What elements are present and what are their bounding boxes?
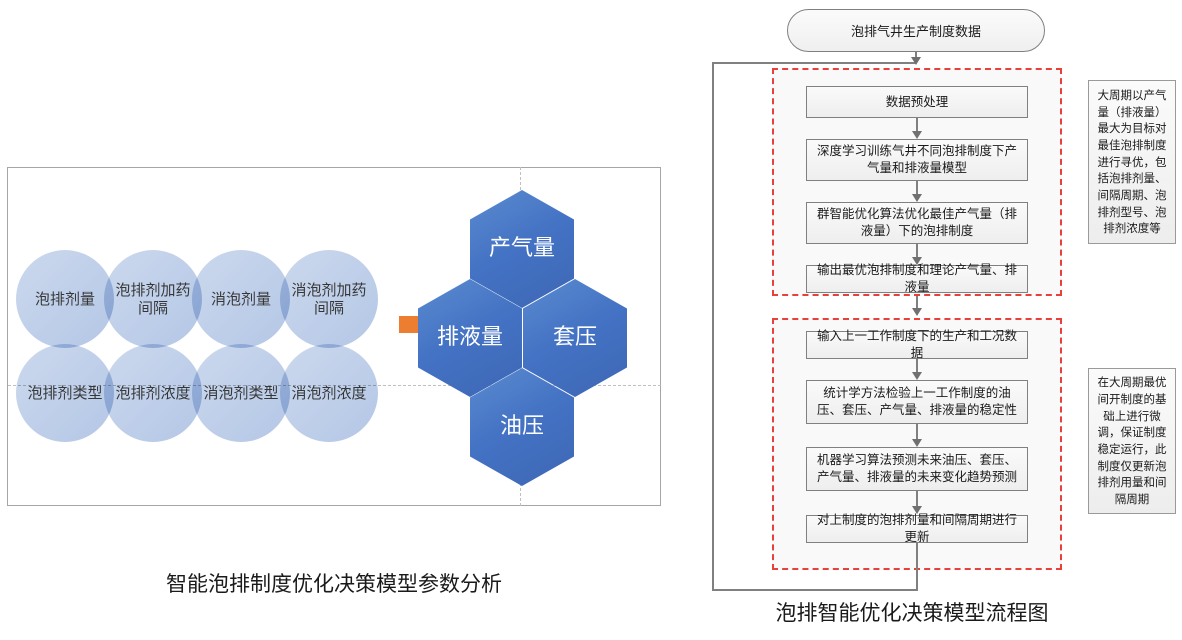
flow-step-input-previous-schedule[interactable]: 输入上一工作制度下的生产和工况数据 (806, 328, 1028, 360)
flow-step-label: 对上制度的泡排剂量和间隔周期进行更新 (816, 512, 1017, 544)
connector-u1 (916, 118, 918, 135)
parameter-circle-label: 泡排剂浓度 (115, 383, 191, 402)
flow-step-label: 统计学方法检验上一工作制度的油压、套压、产气量、排液量的稳定性 (816, 385, 1017, 417)
annotation-upper-cycle: 大周期以产气量（排液量）最大为目标对最佳泡排制度进行寻优，包括泡排剂量、间隔周期… (1088, 80, 1176, 244)
arrowhead-icon (912, 372, 922, 380)
connector-loop-tail (916, 543, 918, 590)
parameter-circle-foam-agent-concentration[interactable]: 泡排剂浓度 (104, 344, 202, 442)
connector-l2 (916, 424, 918, 443)
parameter-circle-defoamer-concentration[interactable]: 消泡剂浓度 (280, 344, 378, 442)
flowchart-caption: 泡排智能优化决策模型流程图 (775, 601, 1049, 625)
flow-step-deep-learning-training[interactable]: 深度学习训练气井不同泡排制度下产气量和排液量模型 (806, 139, 1028, 181)
flow-step-label: 数据预处理 (885, 93, 949, 109)
annotation-lower-cycle: 在大周期最优间开制度的基础上进行微调，保证制度稳定运行，此制度仅更新泡排剂用量和… (1088, 368, 1176, 514)
flow-step-ml-trend-prediction[interactable]: 机器学习算法预测未来油压、套压、产气量、排液量的未来变化趋势预测 (806, 447, 1028, 491)
parameter-circle-label: 消泡剂量 (210, 289, 271, 308)
flow-step-label: 深度学习训练气井不同泡排制度下产气量和排液量模型 (816, 143, 1017, 175)
connector-u2 (916, 181, 918, 198)
feedback-connector-top (712, 62, 916, 64)
output-hexagon-label: 油压 (499, 413, 544, 439)
parameter-circle-label: 泡排剂量 (34, 289, 95, 308)
arrowhead-icon (912, 439, 922, 447)
parameter-circle-defoamer-amount[interactable]: 消泡剂量 (192, 250, 290, 348)
parameter-circle-foam-agent-type[interactable]: 泡排剂类型 (16, 344, 114, 442)
flow-step-statistical-stability-test[interactable]: 统计学方法检验上一工作制度的油压、套压、产气量、排液量的稳定性 (806, 380, 1028, 424)
flow-terminator-label: 泡排气井生产制度数据 (850, 25, 981, 40)
parameter-circle-foam-agent-amount[interactable]: 泡排剂量 (16, 250, 114, 348)
arrowhead-icon (912, 308, 922, 316)
parameter-circle-label: 消泡剂类型 (203, 383, 279, 402)
feedback-arrowhead-icon (911, 57, 921, 65)
parameter-circle-label: 泡排剂加药间隔 (115, 280, 191, 317)
annotation-text: 大周期以产气量（排液量）最大为目标对最佳泡排制度进行寻优，包括泡排剂量、间隔周期… (1097, 87, 1167, 236)
parameter-circle-label: 消泡剂浓度 (291, 383, 367, 402)
arrowhead-icon (912, 131, 922, 139)
arrowhead-icon (912, 194, 922, 202)
annotation-text: 在大周期最优间开制度的基础上进行微调，保证制度稳定运行，此制度仅更新泡排剂用量和… (1097, 375, 1167, 507)
flow-step-label: 输入上一工作制度下的生产和工况数据 (816, 328, 1017, 360)
connector-l1 (916, 359, 918, 376)
flow-step-update-schedule[interactable]: 对上制度的泡排剂量和间隔周期进行更新 (806, 512, 1028, 544)
output-hexagon-label: 排液量 (436, 324, 503, 350)
flow-step-label: 输出最优泡排制度和理论产气量、排液量 (816, 262, 1017, 294)
flow-step-output-optimal-schedule[interactable]: 输出最优泡排制度和理论产气量、排液量 (806, 262, 1028, 294)
connector-l3 (916, 491, 918, 510)
output-hexagon-label: 套压 (552, 324, 597, 350)
parameter-circle-defoamer-type[interactable]: 消泡剂类型 (192, 344, 290, 442)
parameter-circle-foam-agent-interval[interactable]: 泡排剂加药间隔 (104, 250, 202, 348)
connector-between-groups (916, 296, 918, 312)
flow-step-swarm-optimization[interactable]: 群智能优化算法优化最佳产气量（排液量）下的泡排制度 (806, 202, 1028, 244)
parameter-circle-label: 泡排剂类型 (27, 383, 103, 402)
flow-step-data-preprocess[interactable]: 数据预处理 (806, 86, 1028, 118)
flow-step-label: 机器学习算法预测未来油压、套压、产气量、排液量的未来变化趋势预测 (816, 452, 1017, 484)
parameter-circle-label: 消泡剂加药间隔 (291, 280, 367, 317)
left-panel-caption: 智能泡排制度优化决策模型参数分析 (166, 572, 502, 596)
connector-u3 (916, 244, 918, 261)
arrowhead-icon (912, 506, 922, 514)
flow-terminator-input-data[interactable]: 泡排气井生产制度数据 (787, 9, 1045, 52)
output-hexagon-label: 产气量 (488, 235, 555, 261)
feedback-connector-left (712, 62, 714, 590)
flow-step-label: 群智能优化算法优化最佳产气量（排液量）下的泡排制度 (816, 206, 1017, 238)
parameter-circle-defoamer-interval[interactable]: 消泡剂加药间隔 (280, 250, 378, 348)
arrowhead-icon (912, 257, 922, 265)
feedback-connector-bottom (712, 589, 918, 591)
